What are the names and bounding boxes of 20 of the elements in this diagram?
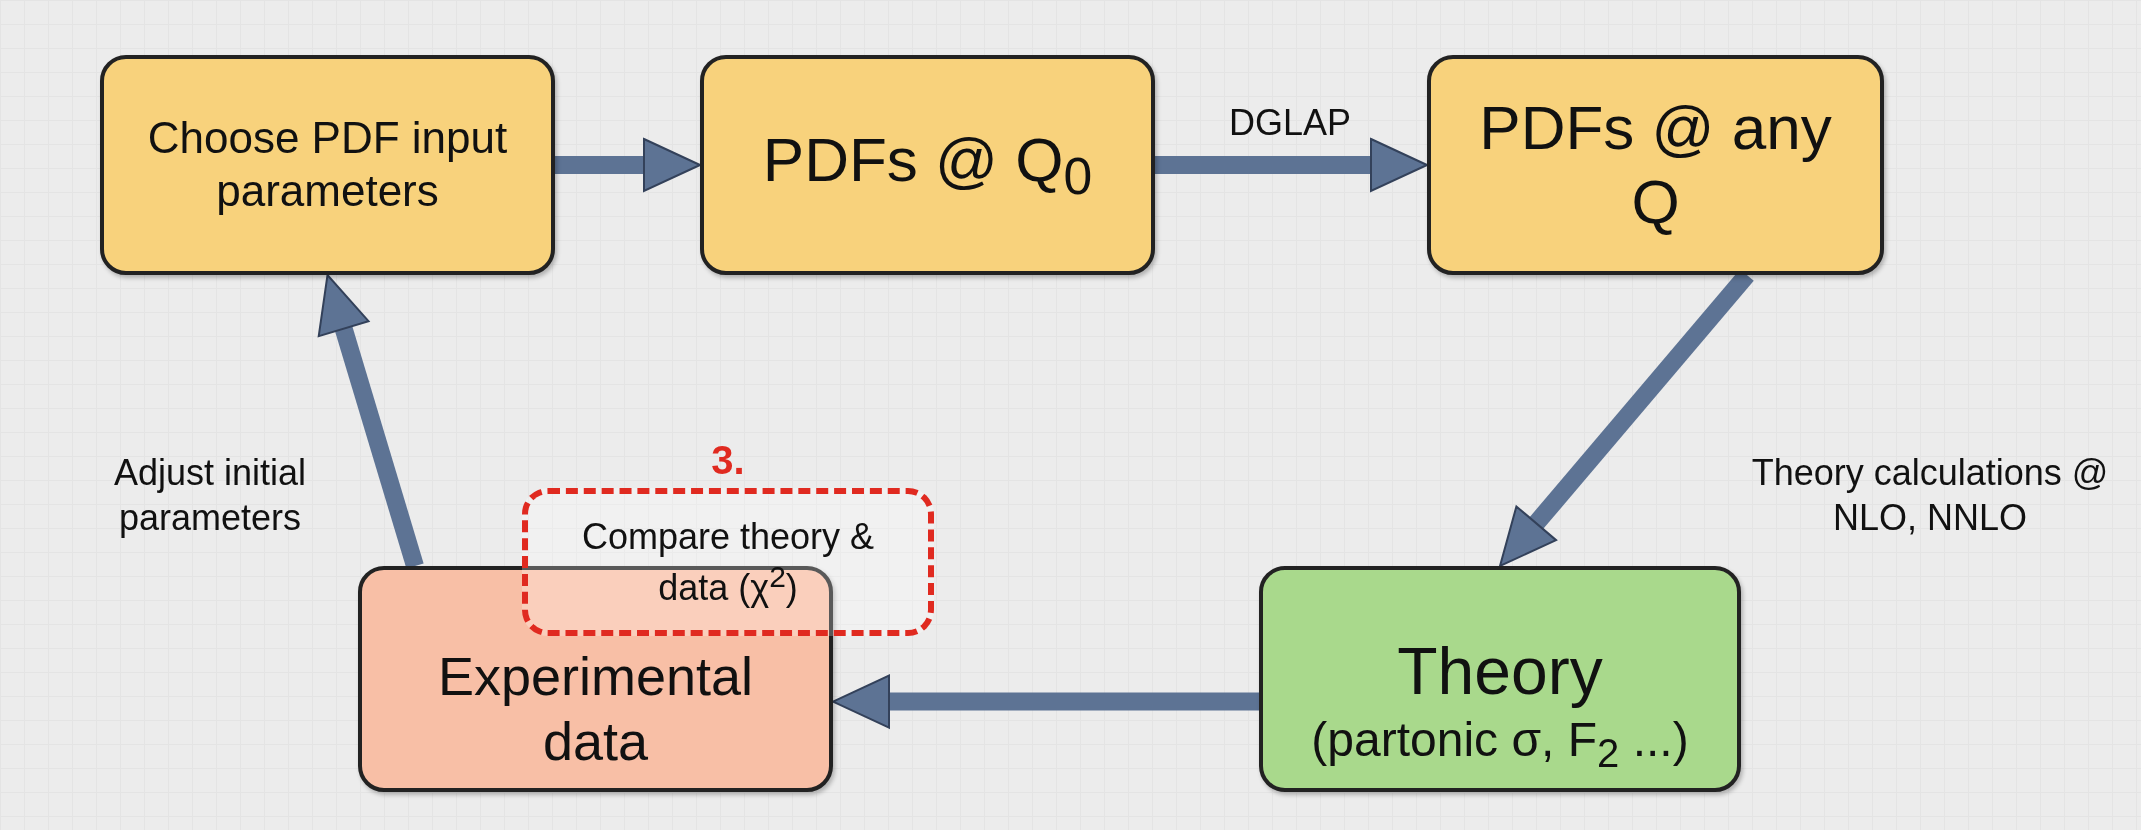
arrow — [832, 674, 1259, 729]
process-box — [100, 55, 555, 275]
arrow — [1155, 138, 1428, 192]
edge-label: DGLAP — [1227, 101, 1352, 145]
box-text: Choose PDF input parameters — [146, 112, 509, 217]
arrow — [555, 138, 701, 192]
box-text: Experimental data — [436, 645, 755, 773]
process-box — [358, 566, 833, 792]
process-box — [1427, 55, 1884, 275]
edge-label: Theory calculations @ NLO, NNLO — [1750, 451, 2110, 540]
box-text: PDFs @ any Q — [1478, 91, 1833, 238]
process-box — [700, 55, 1155, 275]
process-box — [1259, 566, 1741, 792]
box-text: (partonic σ, F$_{2}$ ...) — [1310, 711, 1690, 777]
step-number: 3. — [710, 437, 746, 484]
box-text: PDFs @ Q$_{0}$ — [761, 123, 1094, 208]
box-text: Theory — [1396, 632, 1604, 710]
box-text: Compare theory & data (χ$^{2}$) — [580, 515, 876, 609]
edge-label: Adjust initial parameters — [112, 451, 308, 540]
arrow — [317, 274, 424, 569]
